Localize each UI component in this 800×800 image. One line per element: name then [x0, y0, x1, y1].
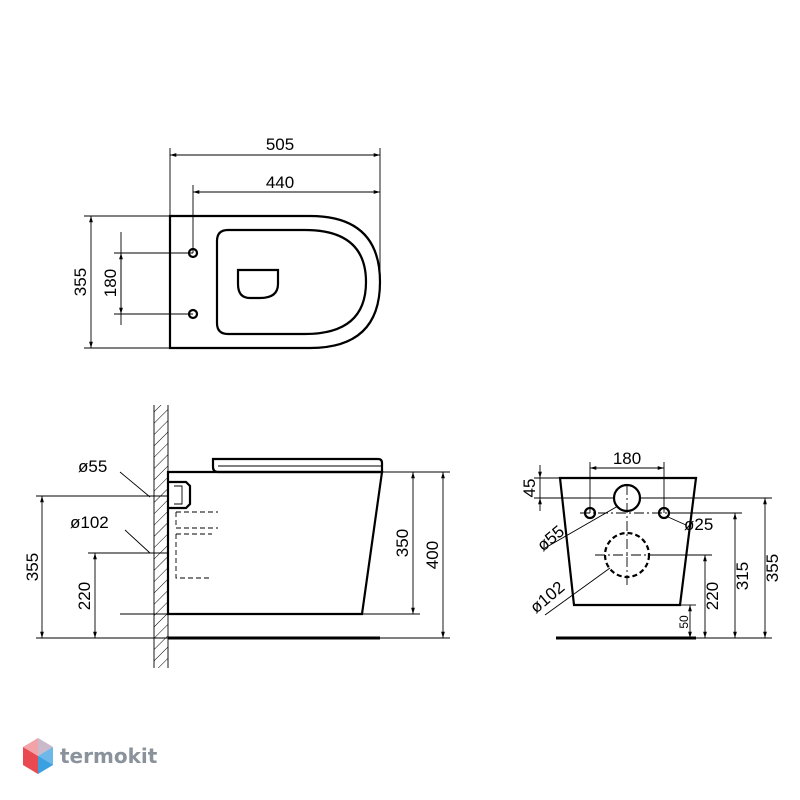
- dim-label-rear-fixing-spacing: 180: [613, 449, 641, 468]
- dim-label-bowl-height: 350: [393, 529, 412, 557]
- dim-label-rear-inlet-height: 220: [703, 582, 722, 610]
- side-view: ø55 ø102 355 220 350 400: [23, 405, 450, 668]
- rear-view: 180 45 ø55 ø102 ø25 220 315 355 50: [520, 449, 782, 640]
- dim-label-fixing-spacing: 180: [101, 269, 120, 297]
- side-view-outlet: [168, 480, 192, 510]
- dim-label-total-length: 505: [266, 135, 294, 154]
- brand-logo-icon: [23, 738, 53, 774]
- dim-label-rear-total-height: 355: [763, 554, 782, 582]
- side-view-bowl-body: [166, 470, 384, 616]
- dim-label-bolt-height: 315: [733, 562, 752, 590]
- dim-label-top-offset: 45: [520, 479, 539, 498]
- dim-label-rear-inlet-diameter: ø102: [526, 578, 568, 617]
- rear-view-body: [558, 476, 698, 607]
- dim-label-inlet-diameter: ø102: [70, 513, 109, 532]
- top-view-bowl-outline: [168, 214, 382, 350]
- side-view-hidden-inlet: [175, 533, 212, 579]
- wall-hatching: [154, 405, 168, 668]
- top-view: 505 440 355 180: [71, 135, 382, 350]
- dim-label-bolt-diameter: ø25: [684, 515, 713, 534]
- brand-watermark: termokit: [23, 738, 158, 774]
- dim-label-base-height: 50: [677, 615, 691, 629]
- dim-label-fixing-length: 440: [266, 173, 294, 192]
- side-view-seat: [211, 457, 384, 474]
- brand-name: termokit: [60, 744, 158, 768]
- dim-label-total-height: 355: [23, 553, 42, 581]
- top-view-drain-opening: [236, 268, 280, 300]
- dim-label-width: 355: [71, 268, 90, 296]
- dim-label-seat-height: 400: [423, 541, 442, 569]
- top-view-seat-opening: [215, 228, 368, 336]
- dim-label-rear-outlet-diameter: ø55: [533, 522, 568, 555]
- rear-view-inlet-hole: [603, 531, 651, 579]
- side-view-hidden-fixing: [175, 511, 218, 529]
- dim-label-inlet-height: 220: [75, 582, 94, 610]
- dim-label-outlet-diameter: ø55: [78, 457, 107, 476]
